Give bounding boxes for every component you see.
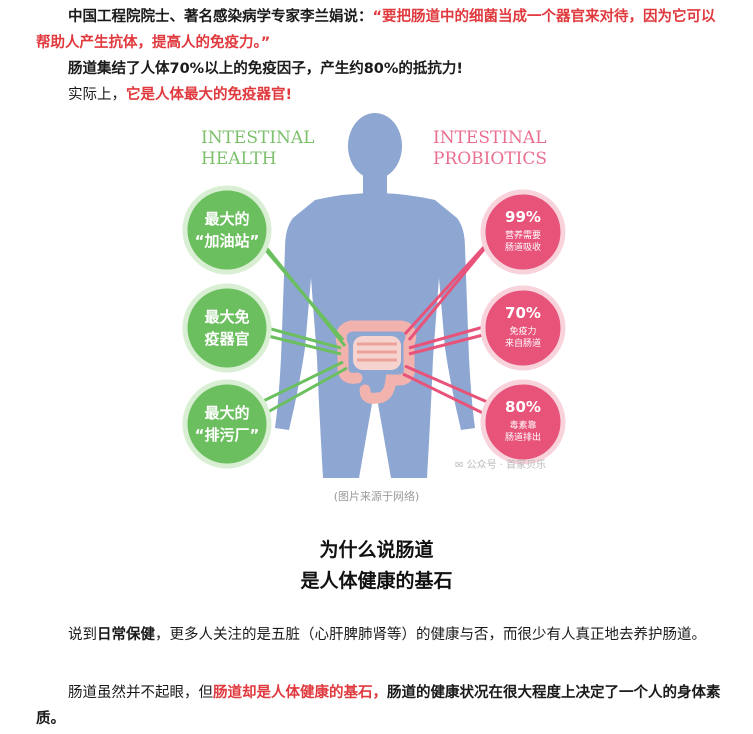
para1-rest: ，更多人关注的是五脏（心肝脾肺肾等）的健康与否，而很少有人真正地去养护肠道。 bbox=[155, 627, 706, 643]
body-silhouette bbox=[275, 113, 475, 478]
intro-conclusion-highlight: 它是人体最大的免疫器官! bbox=[126, 87, 293, 103]
image-caption: (图片来源于网络) bbox=[333, 490, 420, 503]
para1-prefix: 说到 bbox=[68, 627, 97, 643]
right-circle-immunity-pct: 70% bbox=[505, 304, 541, 322]
left-circle-sewage-line2: “排污厂” bbox=[195, 426, 260, 444]
left-circle-immune: 最大免 疫器官 bbox=[182, 283, 272, 373]
left-circle-sewage-line1: 最大的 bbox=[204, 404, 249, 422]
intro-attribution: 中国工程院院士、著名感染病学专家李兰娟说： bbox=[68, 9, 373, 25]
right-circle-nutrition-pct: 99% bbox=[505, 208, 541, 226]
right-circle-immunity-line2: 来自肠道 bbox=[505, 337, 541, 349]
watermark: ✉ 公众号 · 首家贝乐 bbox=[455, 456, 546, 471]
section-heading-line2: 是人体健康的基石 bbox=[300, 570, 453, 592]
right-title-line1: INTESTINAL bbox=[433, 128, 546, 148]
right-circle-immunity-line1: 免疫力 bbox=[509, 325, 536, 337]
right-circle-toxins-line1: 毒素靠 bbox=[509, 419, 536, 431]
right-title-line2: PROBIOTICS bbox=[433, 149, 547, 169]
left-circle-refuel-line2: “加油站” bbox=[195, 232, 260, 250]
left-circle-refuel-line1: 最大的 bbox=[204, 210, 249, 228]
left-circle-refuel: 最大的 “加油站” bbox=[182, 185, 272, 275]
left-circle-sewage: 最大的 “排污厂” bbox=[182, 379, 272, 469]
wechat-icon: ✉ bbox=[455, 460, 464, 471]
right-circle-immunity: 70% 免疫力 来自肠道 bbox=[480, 285, 566, 371]
section-heading-line1: 为什么说肠道 bbox=[319, 539, 434, 561]
right-circle-nutrition-line1: 营养需要 bbox=[505, 229, 541, 241]
right-circle-nutrition: 99% 营养需要 肠道吸收 bbox=[480, 189, 566, 275]
right-circle-nutrition-line2: 肠道吸收 bbox=[505, 241, 541, 253]
left-circle-immune-line2: 疫器官 bbox=[204, 330, 249, 348]
intestine-infographic: INTESTINAL HEALTH INTESTINAL PROBIOTICS … bbox=[182, 113, 566, 478]
para2-prefix: 肠道虽然并不起眼，但 bbox=[68, 685, 213, 701]
body-paragraph-2: 肠道虽然并不起眼，但肠道却是人体健康的基石，肠道的健康状况在很大程度上决定了一个… bbox=[36, 680, 726, 732]
right-circle-toxins-line2: 肠道排出 bbox=[505, 431, 541, 443]
intro-stat-line: 肠道集结了人体70%以上的免疫因子，产生约80%的抵抗力! bbox=[68, 61, 464, 77]
intro-quote: “要把肠道中的细菌当成一个器官来对待，因为它可以帮助人产生抗体，提高人的免疫力。… bbox=[36, 9, 716, 51]
body-paragraph-1: 说到日常保健，更多人关注的是五脏（心肝脾肺肾等）的健康与否，而很少有人真正地去养… bbox=[36, 622, 726, 648]
para2-red: 肠道却是人体健康的基石， bbox=[213, 685, 387, 701]
left-connectors bbox=[243, 225, 348, 420]
para1-bold: 日常保健 bbox=[97, 627, 155, 643]
intro-conclusion-line: 实际上，它是人体最大的免疫器官! bbox=[36, 82, 726, 108]
left-title-line1: INTESTINAL bbox=[201, 128, 314, 148]
intro-quote-paragraph: 中国工程院院士、著名感染病学专家李兰娟说：“要把肠道中的细菌当成一个器官来对待，… bbox=[36, 4, 726, 56]
intro-conclusion-prefix: 实际上， bbox=[68, 87, 126, 103]
watermark-text: 公众号 · 首家贝乐 bbox=[466, 460, 547, 471]
left-title-line2: HEALTH bbox=[201, 149, 277, 169]
left-circle-immune-line1: 最大免 bbox=[204, 308, 249, 326]
para2-bold: 肠道的健康状况在很大程度上决定了一个人的身体素质。 bbox=[36, 685, 721, 727]
right-circle-toxins-pct: 80% bbox=[505, 398, 541, 416]
right-circle-toxins: 80% 毒素靠 肠道排出 bbox=[480, 379, 566, 465]
